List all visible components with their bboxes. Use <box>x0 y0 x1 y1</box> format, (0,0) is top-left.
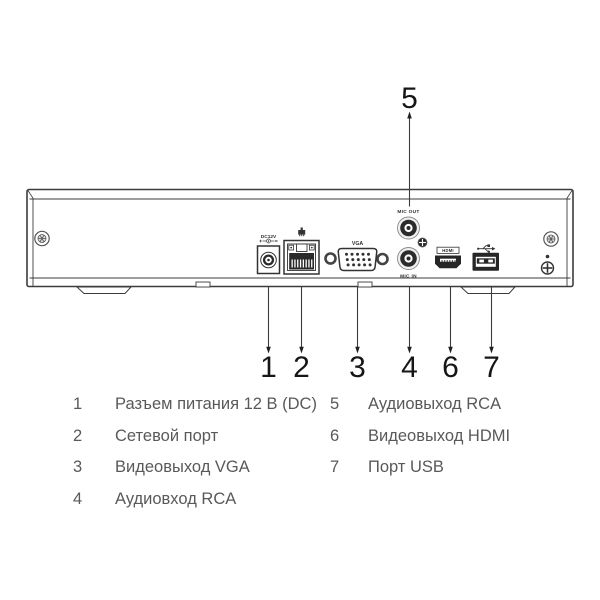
legend-label: Разъем питания 12 В (DC) <box>115 395 317 413</box>
legend-label: Сетевой порт <box>115 426 219 445</box>
bottom-clip-left <box>195 281 211 288</box>
legend-left-column: 1 Разъем питания 12 В (DC) 2 Сетевой пор… <box>73 395 317 521</box>
legend-label: Аудиовход RCA <box>115 489 237 508</box>
lan-icon <box>298 227 306 237</box>
callout-number-3: 3 <box>349 351 366 384</box>
legend-number: 5 <box>330 395 340 413</box>
rca-mic-in: MIC IN <box>397 247 420 280</box>
legend-number: 2 <box>73 426 83 445</box>
usb-icon <box>477 244 496 253</box>
phillips-screw-icon <box>417 237 428 248</box>
legend-number: 6 <box>330 426 340 445</box>
callout-number-1: 1 <box>260 351 277 384</box>
legend-label: Видеовыход HDMI <box>368 426 511 445</box>
legend-label: Видеовыход VGA <box>115 458 250 476</box>
mic-out-label: MIC OUT <box>397 209 419 215</box>
legend-number: 4 <box>73 489 83 508</box>
vga-port: VGA <box>324 241 389 272</box>
callout-arrowhead-5 <box>407 111 412 119</box>
mic-in-label: MIC IN <box>400 274 417 280</box>
vga-pins <box>345 252 372 267</box>
hdmi-contacts <box>441 260 456 262</box>
callout-arrowhead-7 <box>489 346 494 354</box>
callout-arrowhead-1 <box>266 346 271 354</box>
callout-number-6: 6 <box>442 351 459 384</box>
legend-item-4: 4 Аудиовход RCA <box>73 490 317 509</box>
callout-arrowhead-2 <box>299 346 304 354</box>
bottom-clip-right <box>357 281 373 288</box>
callout-arrowhead-6 <box>448 346 453 354</box>
vga-label: VGA <box>352 241 363 247</box>
legend-label: Порт USB <box>368 458 444 476</box>
callout-number-4: 4 <box>401 351 418 384</box>
legend-number: 3 <box>73 458 83 476</box>
legend-item-5: 5 Аудиовыход RCA <box>330 395 510 414</box>
panel-screw-left-icon <box>34 230 50 247</box>
ethernet-port <box>283 227 320 275</box>
legend-right-column: 5 Аудиовыход RCA 6 Видеовыход HDMI 7 Пор… <box>330 395 510 490</box>
legend-item-3: 3 Видеовыход VGA <box>73 458 317 477</box>
callout-number-7: 7 <box>483 351 500 384</box>
vga-screw-left <box>324 252 337 265</box>
legend-item-1: 1 Разъем питания 12 В (DC) <box>73 395 317 414</box>
legend-item-6: 6 Видеовыход HDMI <box>330 427 510 446</box>
legend-label: Аудиовыход RCA <box>368 395 502 413</box>
vga-screw-right <box>376 252 389 266</box>
hdmi-label: HDMI <box>442 248 454 253</box>
hdmi-port: HDMI <box>435 246 461 269</box>
dc-polarity-icon <box>259 238 278 244</box>
callout-arrowhead-4 <box>407 346 412 354</box>
rj45-pins <box>291 259 313 268</box>
foot-left <box>75 286 133 294</box>
callout-arrows <box>266 111 494 354</box>
panel-screw-right-icon <box>543 231 559 247</box>
legend-number: 7 <box>330 458 340 476</box>
dc-power-label: DC12V <box>261 234 277 240</box>
callout-arrowhead-3 <box>355 346 360 354</box>
usb-port <box>472 244 499 271</box>
legend-item-7: 7 Порт USB <box>330 458 510 477</box>
callout-number-5: 5 <box>401 82 418 115</box>
callout-number-2: 2 <box>293 351 310 384</box>
foot-right <box>459 286 517 294</box>
rca-mic-out: MIC OUT <box>397 209 420 240</box>
dc-power-connector: DC12V <box>256 234 281 275</box>
legend-number: 1 <box>73 395 83 413</box>
ground-screw-icon <box>540 254 555 275</box>
legend-item-2: 2 Сетевой порт <box>73 427 317 446</box>
